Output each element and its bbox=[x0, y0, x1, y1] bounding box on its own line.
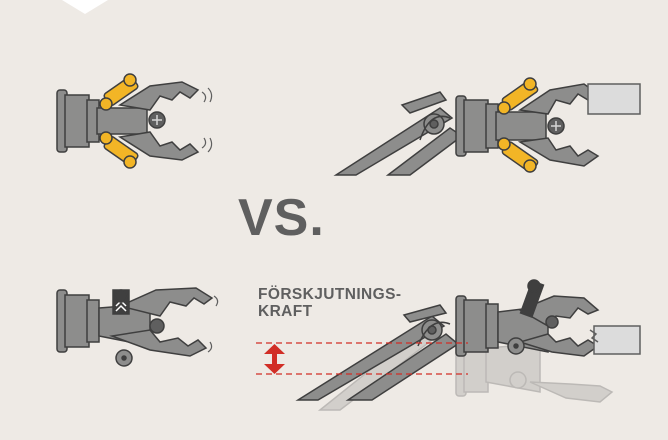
beam-bottom-icon bbox=[593, 325, 641, 355]
displacement-indicator bbox=[256, 342, 468, 375]
beam-icon bbox=[587, 83, 641, 115]
excavator-arm-bottom-icon bbox=[295, 304, 460, 401]
tab-notch bbox=[62, 0, 108, 14]
crusher-dual-cylinder-icon bbox=[56, 73, 213, 169]
crusher-dual-cylinder-mounted-icon bbox=[455, 77, 641, 173]
excavator-arm-icon bbox=[333, 91, 464, 176]
displacement-force-label: FÖRSKJUTNINGS- KRAFT bbox=[258, 286, 401, 320]
force-label-line1: FÖRSKJUTNINGS- bbox=[258, 286, 402, 303]
vs-label: VS. bbox=[238, 189, 325, 247]
crusher-single-cylinder-icon bbox=[56, 287, 219, 367]
force-label-line2: KRAFT bbox=[258, 303, 313, 320]
double-arrow-icon bbox=[264, 344, 285, 374]
crusher-single-cylinder-mounted-icon bbox=[455, 279, 641, 357]
